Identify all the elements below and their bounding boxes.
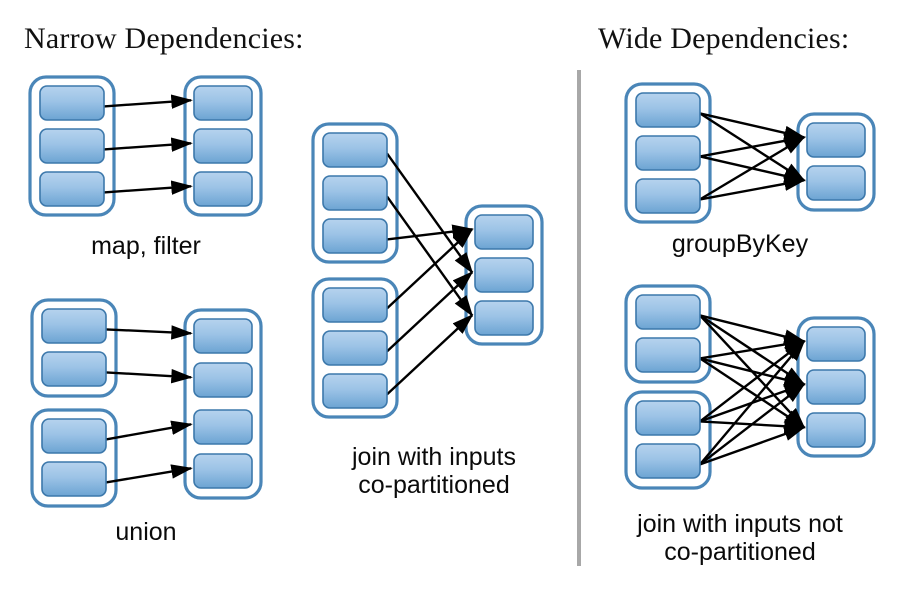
partition-block — [41, 308, 107, 344]
partition-block — [806, 412, 866, 448]
dependency-arrow — [699, 357, 806, 429]
partition-block — [635, 178, 701, 214]
partition-block — [322, 373, 388, 409]
dependency-arrow — [386, 224, 474, 241]
dependency-arrow — [699, 383, 806, 466]
partition-block — [193, 409, 253, 445]
partition-block — [806, 122, 866, 158]
partition-block — [474, 300, 534, 336]
partition-block — [193, 453, 253, 489]
dependency-arrow — [103, 94, 193, 109]
dependency-arrow — [699, 112, 806, 140]
label-join-not-co-partitioned: join with inputs not co-partitioned — [637, 510, 843, 566]
partition-block — [322, 175, 388, 211]
partition-block — [322, 218, 388, 254]
dependency-arrow — [699, 357, 806, 387]
partition-block — [635, 135, 701, 171]
page-title-narrow: Narrow Dependencies: — [24, 22, 304, 55]
dependency-arrow — [105, 325, 193, 340]
partition-block — [635, 400, 701, 436]
partition-block — [474, 214, 534, 250]
dependency-arrow — [103, 137, 193, 152]
label-map-filter: map, filter — [91, 232, 201, 260]
partition-block — [39, 128, 105, 164]
dependency-arrow — [699, 426, 806, 466]
partition-block — [193, 171, 253, 207]
label-group-by-key: groupByKey — [671, 230, 809, 258]
partition-block — [39, 171, 105, 207]
partition-block — [322, 330, 388, 366]
partition-block — [322, 132, 388, 168]
partition-block — [193, 362, 253, 398]
dependency-arrow — [386, 270, 474, 353]
dependency-arrow — [105, 368, 193, 384]
dependency-arrow — [386, 152, 474, 274]
rdd-container — [183, 308, 263, 500]
dependency-arrow — [105, 464, 193, 484]
dependency-arrow — [386, 313, 474, 396]
label-union: union — [115, 518, 177, 546]
partition-block — [635, 92, 701, 128]
dependency-arrow — [386, 227, 474, 310]
dependency-arrow — [386, 195, 474, 317]
partition-layer — [39, 85, 866, 497]
dependency-arrow — [103, 180, 193, 195]
dependency-arrow — [699, 314, 806, 344]
dependency-arrow — [105, 420, 193, 441]
label-join-co-partitioned: join with inputs co-partitioned — [352, 443, 516, 499]
partition-block — [806, 165, 866, 201]
partition-block — [41, 418, 107, 454]
edge-layer — [103, 94, 806, 484]
dependency-arrow — [699, 337, 806, 360]
partition-block — [193, 85, 253, 121]
partition-block — [474, 257, 534, 293]
partition-block — [39, 85, 105, 121]
partition-block — [41, 351, 107, 387]
page-title-wide: Wide Dependencies: — [598, 22, 850, 55]
partition-block — [806, 369, 866, 405]
partition-block — [635, 443, 701, 479]
partition-block — [635, 337, 701, 373]
partition-block — [322, 287, 388, 323]
dependency-arrow — [699, 176, 806, 201]
partition-block — [193, 318, 253, 354]
dependency-arrow — [699, 339, 806, 466]
partition-block — [806, 326, 866, 362]
dependency-arrow — [699, 136, 806, 201]
partition-block — [41, 461, 107, 497]
partition-block — [193, 128, 253, 164]
partition-block — [635, 294, 701, 330]
